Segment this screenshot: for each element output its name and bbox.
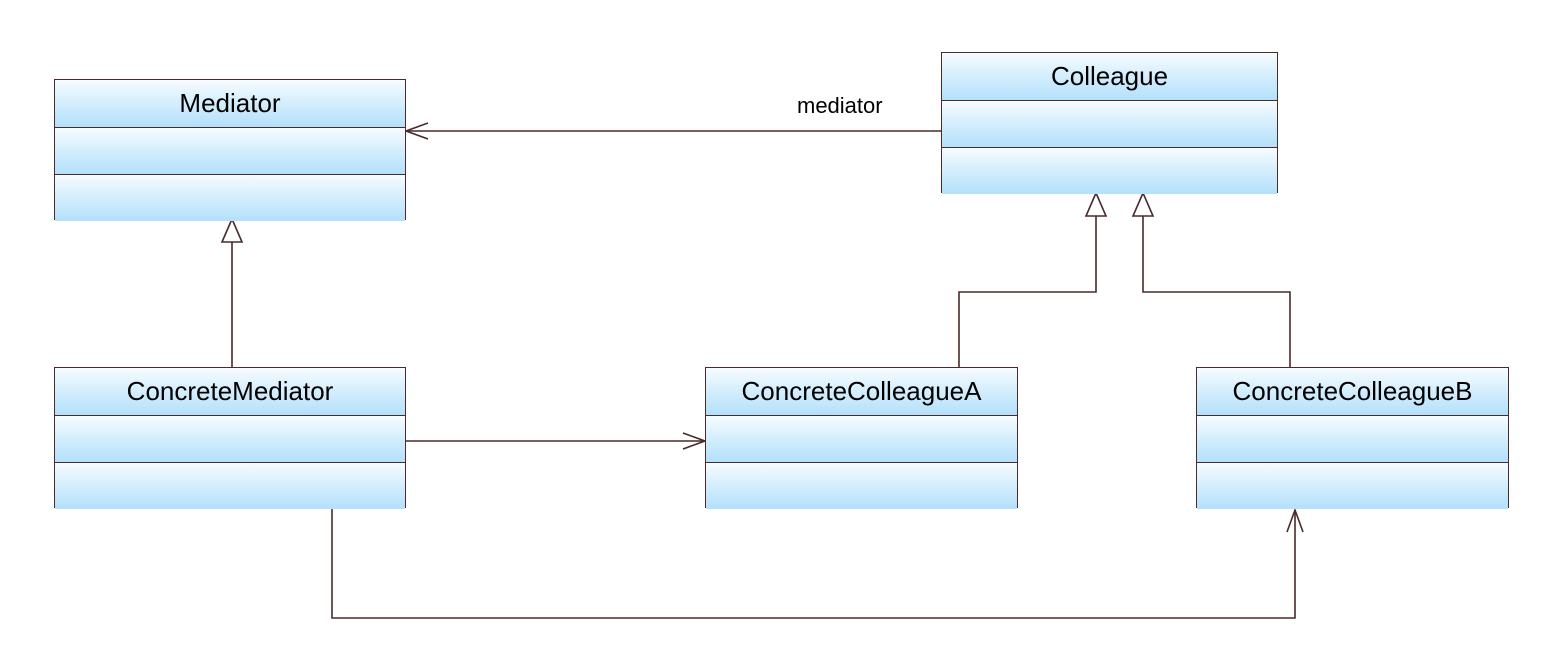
class-mediator[interactable]: Mediator xyxy=(54,79,406,221)
concrete-colleague-b-operations-compartment xyxy=(1197,462,1508,509)
concrete-mediator-operations-compartment xyxy=(55,462,405,509)
colleague-class-name: Colleague xyxy=(1050,61,1169,91)
concrete-colleague-a-name-compartment: ConcreteColleagueA xyxy=(706,368,1017,415)
concrete-mediator-attributes-compartment xyxy=(55,415,405,462)
colleague-attributes-compartment xyxy=(942,100,1277,147)
class-concrete-colleague-b[interactable]: ConcreteColleagueB xyxy=(1196,367,1509,509)
mediator-attributes-compartment xyxy=(55,127,405,174)
concrete-colleague-a-class-name: ConcreteColleagueA xyxy=(741,376,982,406)
mediator-operations-compartment xyxy=(55,174,405,221)
generalization-line-concrete-colleague-b xyxy=(1142,216,1291,367)
concrete-mediator-name-compartment: ConcreteMediator xyxy=(55,368,405,415)
open-arrowhead-mediator xyxy=(403,122,429,140)
concrete-mediator-class-name: ConcreteMediator xyxy=(126,376,334,406)
class-concrete-mediator[interactable]: ConcreteMediator xyxy=(54,367,406,509)
mediator-name-compartment: Mediator xyxy=(55,80,405,127)
association-line-concrete-mediator-colleague-b xyxy=(331,508,1296,619)
concrete-colleague-b-name-compartment: ConcreteColleagueB xyxy=(1197,368,1508,415)
colleague-operations-compartment xyxy=(942,147,1277,194)
mediator-class-name: Mediator xyxy=(179,88,281,118)
generalization-triangle-colleague-b xyxy=(1131,190,1155,217)
concrete-colleague-a-operations-compartment xyxy=(706,462,1017,509)
generalization-triangle-colleague-a xyxy=(1084,190,1108,217)
open-arrowhead-concrete-colleague-b xyxy=(1286,507,1304,533)
concrete-colleague-b-class-name: ConcreteColleagueB xyxy=(1232,376,1473,406)
concrete-colleague-a-attributes-compartment xyxy=(706,415,1017,462)
association-role-label: mediator xyxy=(797,93,883,118)
colleague-name-compartment: Colleague xyxy=(942,53,1277,100)
class-concrete-colleague-a[interactable]: ConcreteColleagueA xyxy=(705,367,1018,509)
concrete-colleague-b-attributes-compartment xyxy=(1197,415,1508,462)
generalization-line-concrete-colleague-a xyxy=(958,216,1097,367)
generalization-triangle-mediator xyxy=(220,216,244,243)
class-colleague[interactable]: Colleague xyxy=(941,52,1278,194)
